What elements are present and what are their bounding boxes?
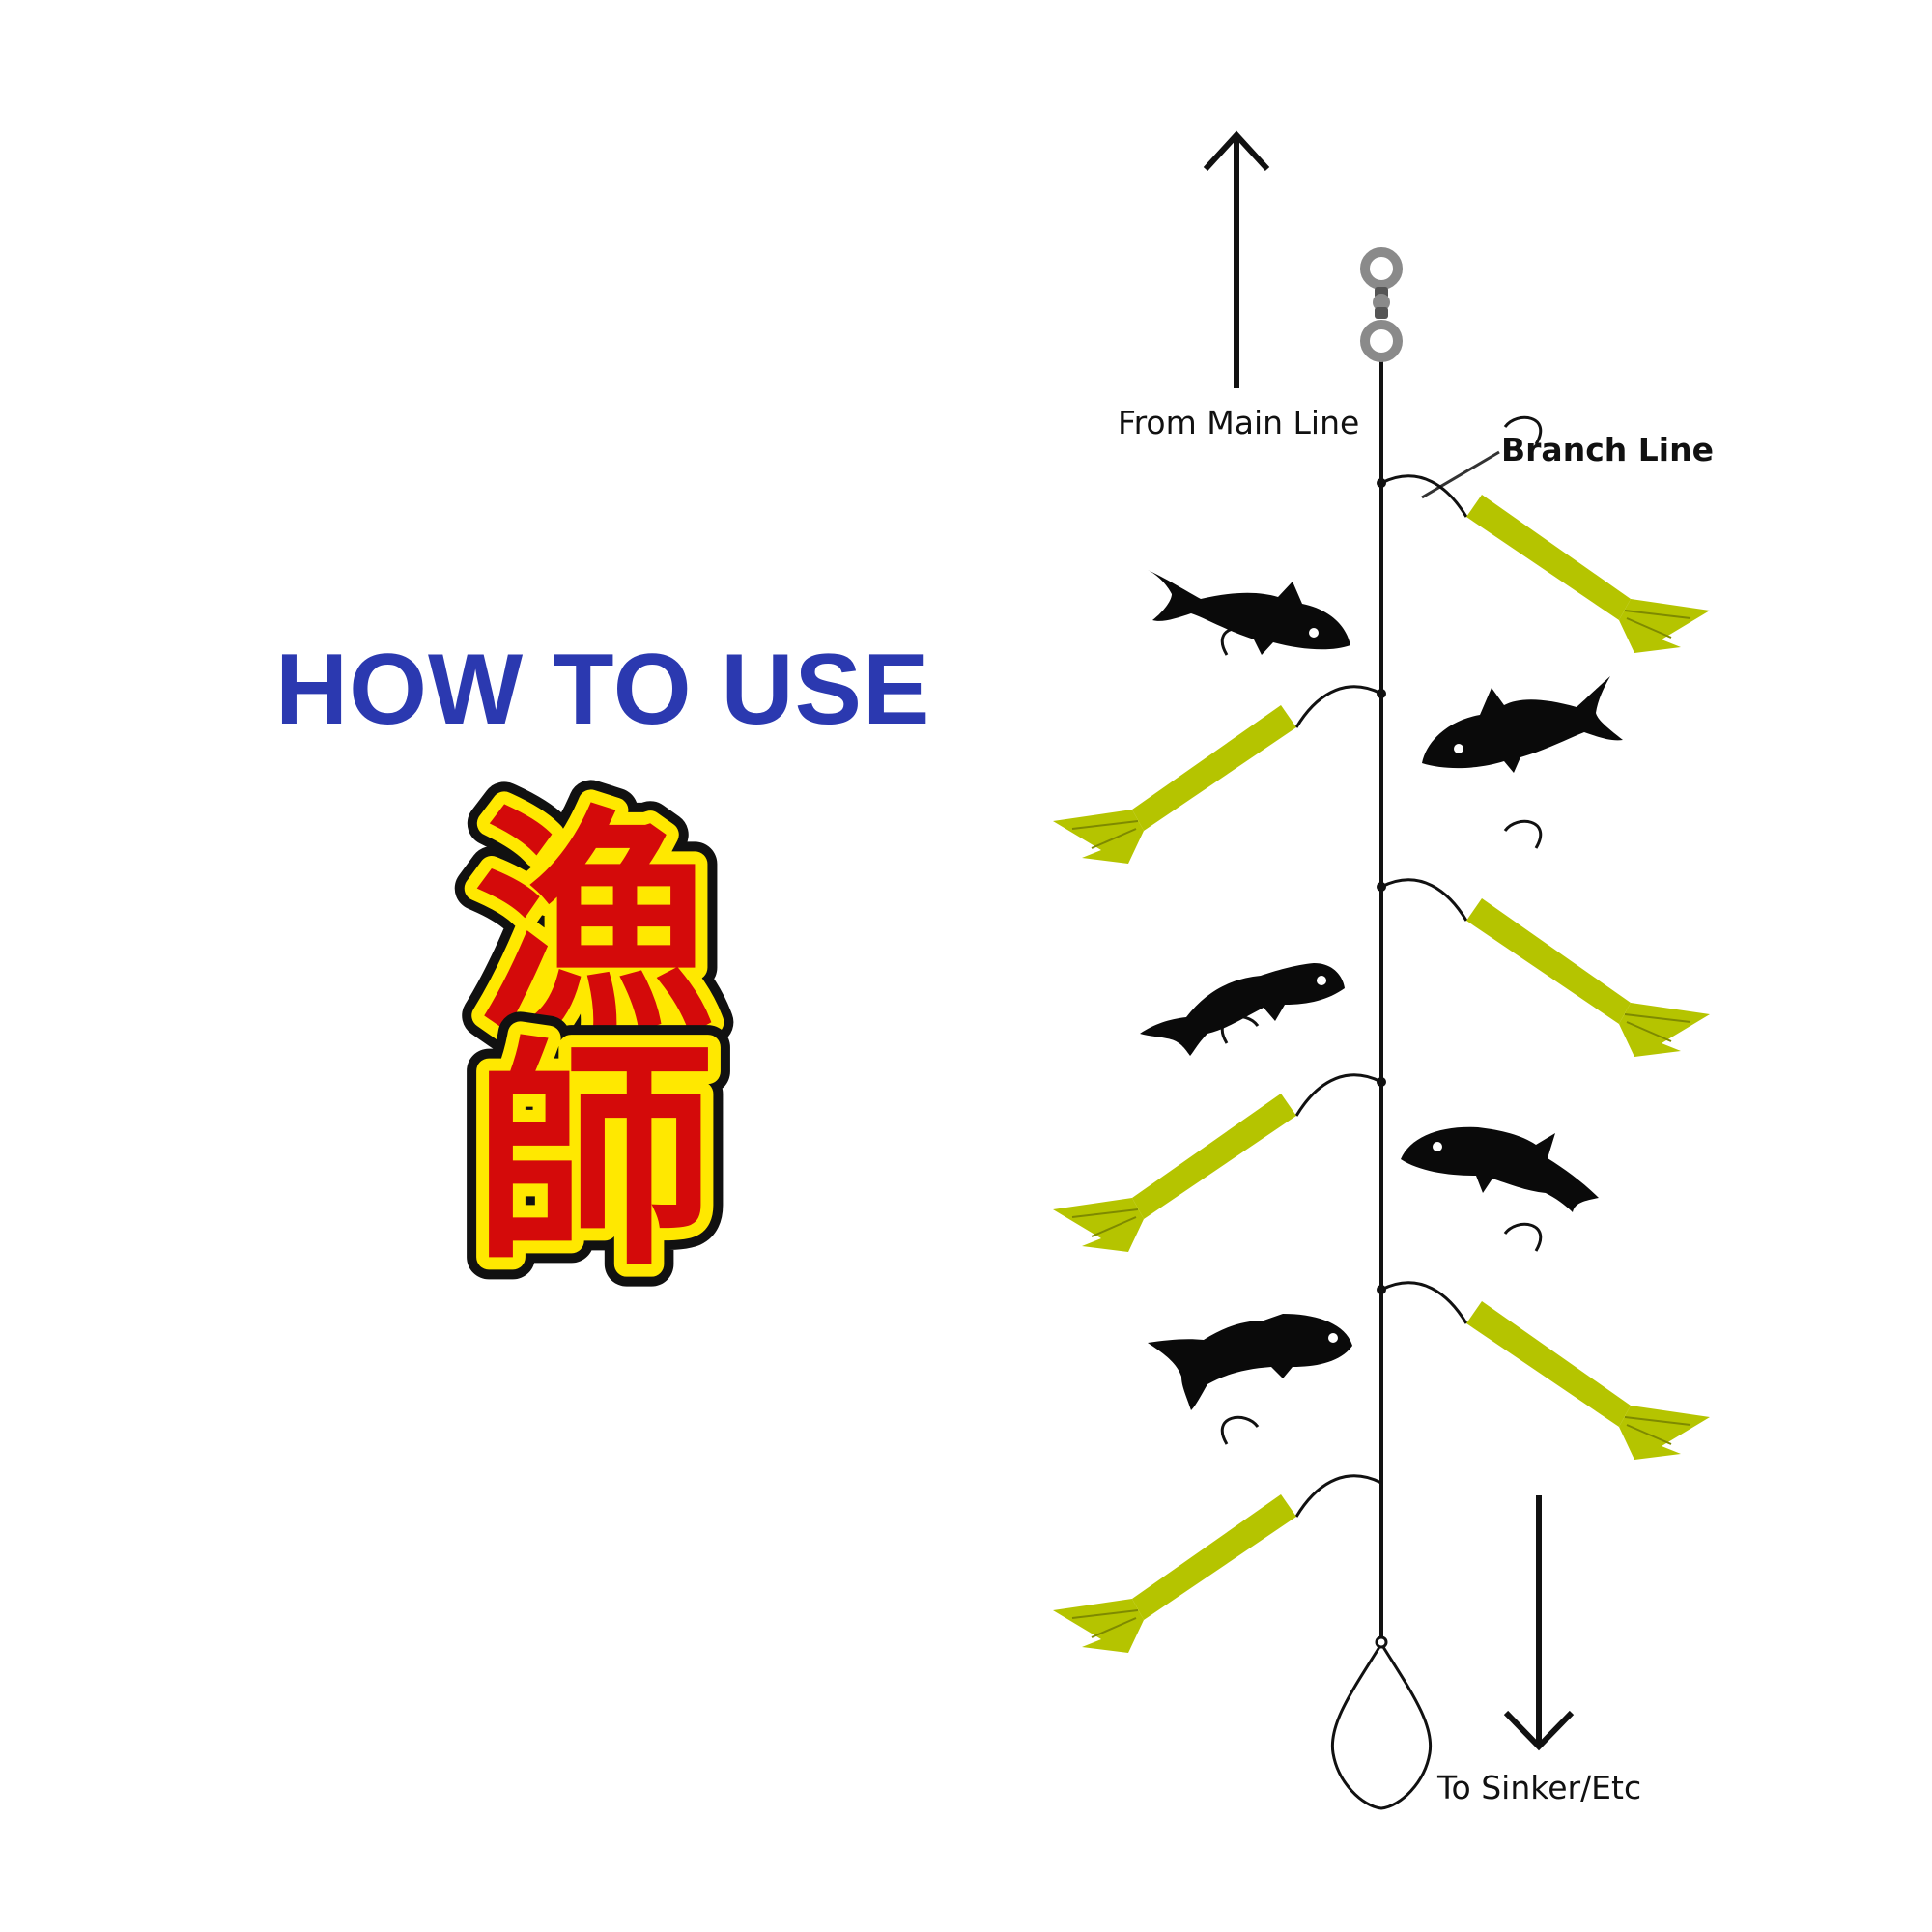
- lure-left-3: [1051, 1415, 1383, 1655]
- page-title: HOW TO USE: [275, 634, 931, 746]
- fish-silhouette-icon: [1148, 1314, 1352, 1410]
- svg-text:漁: 漁: [473, 785, 715, 1066]
- fish-silhouette-icon: [1401, 1126, 1599, 1212]
- logo-character-bottom: 師 師 師: [451, 995, 737, 1299]
- svg-text:師: 師: [473, 1017, 715, 1298]
- fish-silhouette-icon: [1140, 963, 1345, 1056]
- fish-silhouette-icon: [1148, 570, 1350, 655]
- arrow-up-icon: [1203, 130, 1270, 388]
- lure-right-3: [1379, 1222, 1712, 1462]
- lure-right-2: [1379, 819, 1712, 1059]
- brand-logo: 漁 漁 漁 師 師 師: [451, 763, 737, 1299]
- svg-text:師: 師: [473, 1017, 715, 1298]
- lure-left-2: [1051, 1014, 1383, 1254]
- branch-line-pointer: [1421, 450, 1500, 499]
- lure-left-1: [1051, 626, 1383, 866]
- svg-text:漁: 漁: [473, 785, 715, 1066]
- fish-silhouette-icon: [1422, 676, 1623, 773]
- logo-character-top: 漁 漁 漁: [451, 763, 737, 1089]
- branch-line-label: Branch Line: [1501, 431, 1714, 469]
- from-main-line-label: From Main Line: [1118, 404, 1359, 441]
- swivel-icon: [1360, 247, 1403, 362]
- svg-text:漁: 漁: [473, 785, 715, 1066]
- to-sinker-label: To Sinker/Etc: [1436, 1769, 1641, 1806]
- sinker-loop-icon: [1330, 1635, 1433, 1810]
- arrow-down-icon: [1503, 1495, 1575, 1751]
- svg-text:師: 師: [473, 1017, 715, 1298]
